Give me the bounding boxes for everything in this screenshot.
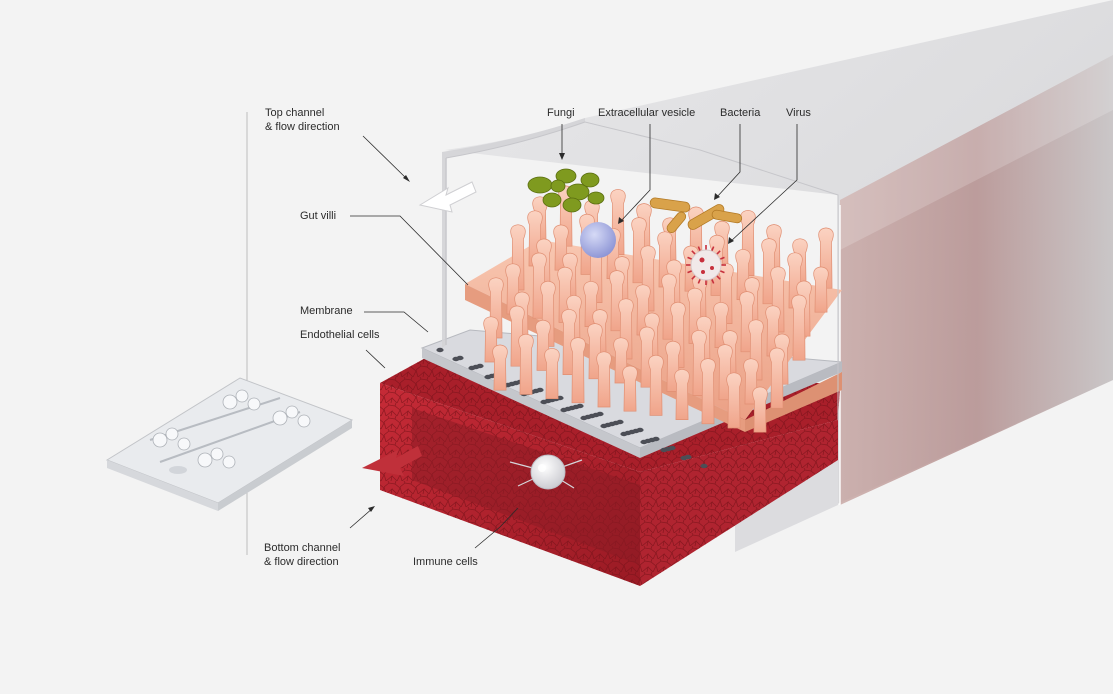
membrane-pore [560,407,568,413]
villus [596,351,612,408]
label-immune-cells: Immune cells [413,556,478,568]
label-gut-villi: Gut villi [300,210,337,222]
channel-tail-tissue [840,55,1113,505]
villus [518,333,534,395]
membrane-pore [620,431,628,437]
villus [648,354,664,416]
villus [700,358,716,425]
membrane-pore [484,374,492,380]
membrane-pore [680,455,688,461]
bottom-flow-arrow-icon [362,446,422,476]
label-top-channel-line2: & flow direction [265,121,340,133]
channel-shell [445,0,1113,552]
label-membrane: Membrane [300,305,353,317]
villus [492,344,508,391]
leader-lines [349,124,798,549]
label-bottom-channel-line2: & flow direction [264,556,339,568]
label-extracellular-vesicle: Extracellular vesicle [598,107,696,119]
villus [726,372,742,429]
membrane-pore [452,356,460,362]
villus [769,347,785,409]
membrane-pore [436,347,444,353]
villus [622,365,638,412]
membrane-pore [540,399,548,405]
top-flow-arrow-icon [418,181,477,213]
label-bacteria: Bacteria [720,107,761,119]
organ-chip-device-icon [105,377,354,511]
label-top-channel-line1: Top channel [265,107,325,119]
villus [752,386,768,433]
immune-cell [509,454,583,490]
label-fungi: Fungi [547,107,575,119]
villus [791,294,807,361]
villus [813,266,829,313]
virus-particle [686,245,726,285]
extracellular-vesicle [580,222,616,258]
membrane-pore [700,463,708,469]
membrane-pore [580,415,588,421]
label-virus: Virus [786,107,811,119]
membrane-pore [600,423,608,429]
label-bottom-channel-line1: Bottom channel [264,542,341,554]
villus [570,337,586,404]
label-endothelial-cells: Endothelial cells [300,329,380,341]
villus [674,368,690,420]
villus [544,347,560,399]
membrane-pore [640,439,648,445]
membrane-pore [660,447,668,453]
bacteria-rods [649,197,743,233]
membrane-pore [468,365,476,371]
villi-tissue [465,185,842,433]
label-top-channel: Top channel & flow direction [265,106,340,134]
fungi-cluster [527,168,605,213]
label-bottom-channel: Bottom channel & flow direction [264,541,340,569]
